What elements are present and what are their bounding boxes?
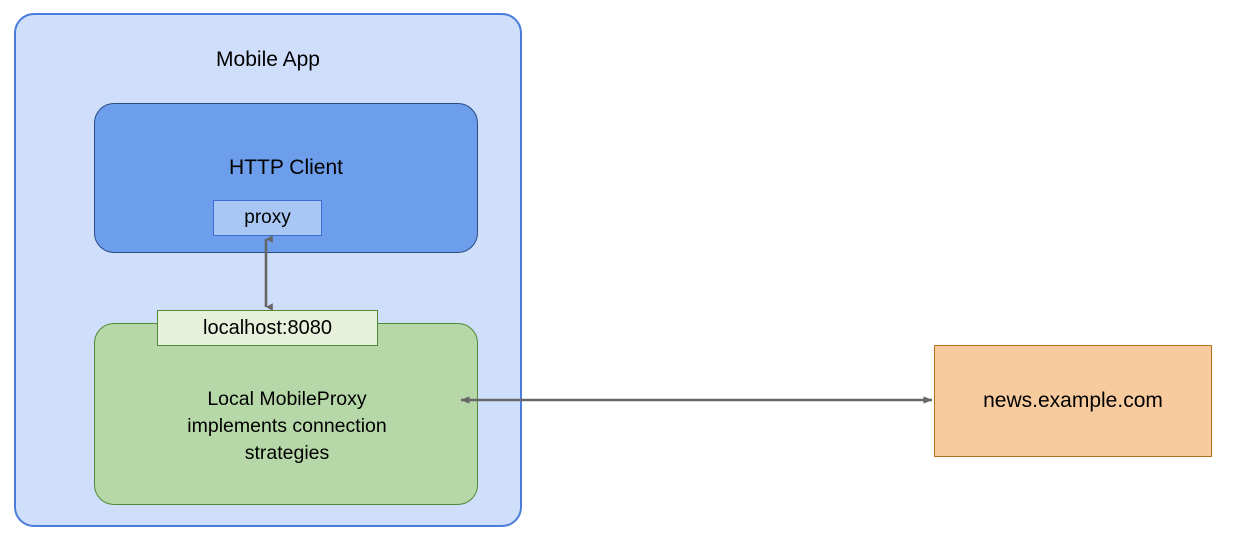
local-proxy-line-1: Local MobileProxy	[207, 388, 367, 410]
local-proxy-line-3: strategies	[244, 442, 330, 464]
mobile-app-container: Mobile App HTTP Client Local MobileProxy…	[14, 13, 522, 527]
local-proxy-node[interactable]: Local MobileProxy implements connection …	[94, 323, 478, 505]
proxy-setting-badge[interactable]: proxy	[213, 200, 322, 236]
mobile-app-title: Mobile App	[216, 48, 320, 71]
local-proxy-line-2: implements connection	[187, 415, 387, 437]
local-proxy-description: Local MobileProxy implements connection …	[115, 386, 459, 467]
http-client-label: HTTP Client	[229, 156, 343, 179]
remote-server-node[interactable]: news.example.com	[934, 345, 1212, 457]
localhost-port-badge[interactable]: localhost:8080	[157, 310, 378, 346]
